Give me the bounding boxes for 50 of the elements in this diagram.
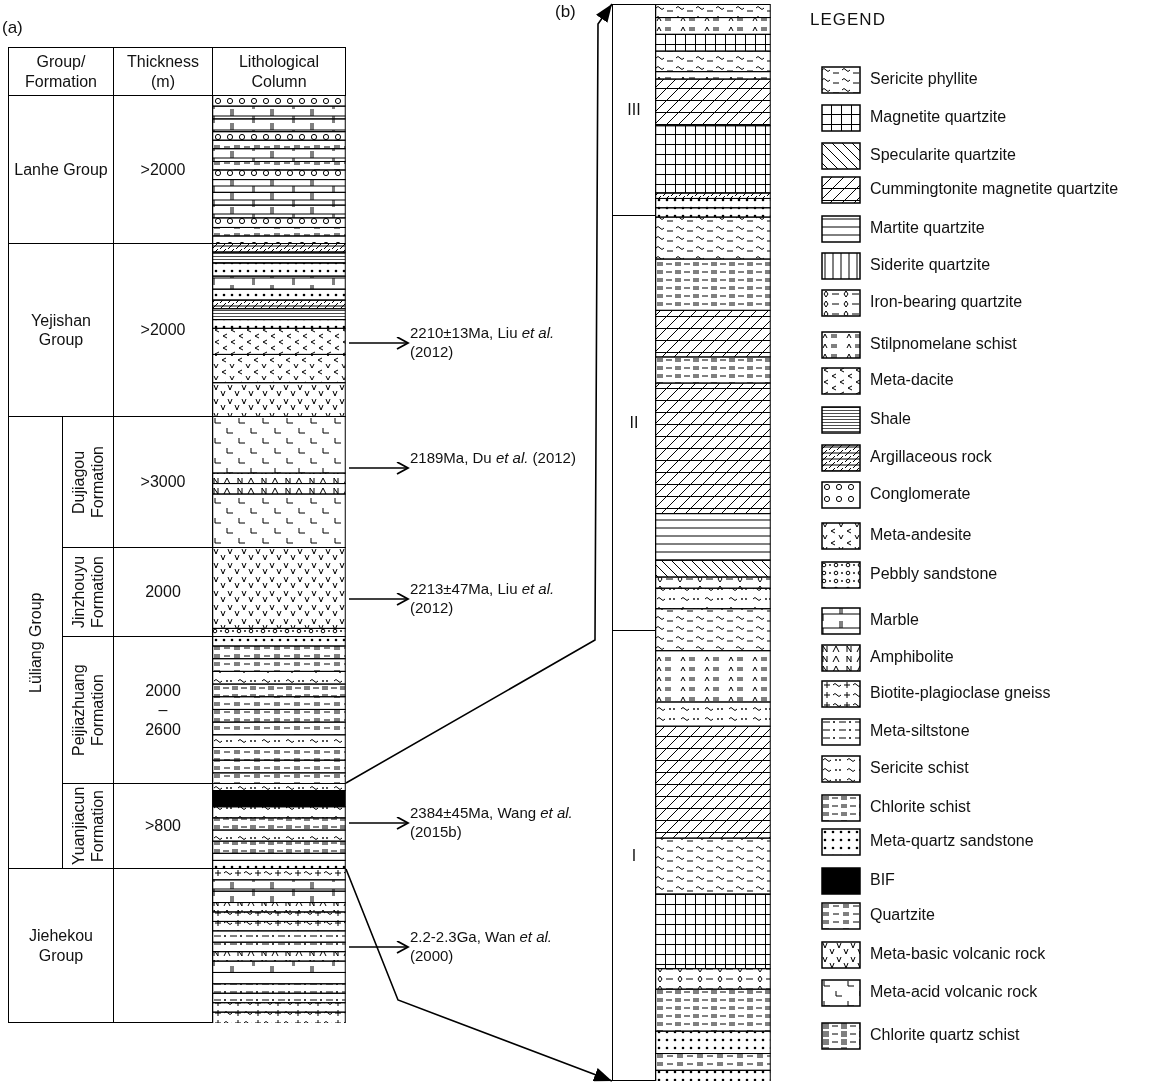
legend-text: Biotite-plagioclase gneiss	[870, 684, 1051, 702]
legend-text: Chlorite schist	[870, 798, 971, 816]
legend-text: Argillaceous rock	[870, 448, 992, 466]
panel-letter: (b)	[555, 2, 577, 23]
legend-text: Amphibolite	[870, 648, 954, 666]
lithology-column	[212, 868, 346, 1023]
arrow	[348, 940, 409, 954]
legend-text: Meta-quartz sandstone	[870, 832, 1034, 850]
arrow	[348, 336, 409, 350]
legend-text: Conglomerate	[870, 485, 971, 503]
lithology-column	[212, 416, 346, 548]
legend-text: Meta-basic volcanic rock	[870, 945, 1046, 963]
legend-text: Meta-dacite	[870, 371, 954, 389]
column-header: Group/ Formation	[8, 47, 114, 96]
arrow	[345, 868, 613, 1082]
legend-title: LEGEND	[810, 10, 887, 31]
empty-table-cell	[113, 868, 213, 1023]
legend-text: Chlorite quartz schist	[870, 1026, 1020, 1044]
section-number: III	[612, 4, 656, 216]
panel-letter: (a)	[2, 18, 24, 39]
legend-text: Cummingtonite magnetite quartzite	[870, 180, 1119, 198]
lithology-column	[212, 243, 346, 417]
lithology-column	[212, 547, 346, 637]
legend-text: Meta-siltstone	[870, 722, 970, 740]
legend-text: Meta-andesite	[870, 526, 972, 544]
legend-text: Specularite quartzite	[870, 146, 1016, 164]
arrow	[345, 3, 613, 784]
legend-text: Magnetite quartzite	[870, 108, 1007, 126]
legend-text: Sericite schist	[870, 759, 969, 777]
legend-text: Meta-acid volcanic rock	[870, 983, 1038, 1001]
legend-text: Marble	[870, 611, 919, 629]
legend-text: Quartzite	[870, 906, 935, 924]
section-number: II	[612, 215, 656, 631]
legend-text: Pebbly sandstone	[870, 565, 998, 583]
column-header: Lithological Column	[212, 47, 346, 96]
legend-text: Shale	[870, 410, 911, 428]
arrow	[348, 461, 409, 475]
legend-text: Stilpnomelane schist	[870, 335, 1017, 353]
lithology-column	[212, 95, 346, 244]
lithology-column	[212, 636, 346, 784]
arrow	[348, 592, 409, 606]
group-name: Jiehekou Group	[8, 868, 114, 1023]
legend-text: BIF	[870, 871, 895, 889]
lithology-column	[212, 783, 346, 869]
legend-text: Iron-bearing quartzite	[870, 293, 1023, 311]
section-number: I	[612, 630, 656, 1081]
legend-text: Sericite phyllite	[870, 70, 978, 88]
arrow	[348, 816, 409, 830]
legend-text: Siderite quartzite	[870, 256, 991, 274]
legend-text: Martite quartzite	[870, 219, 985, 237]
